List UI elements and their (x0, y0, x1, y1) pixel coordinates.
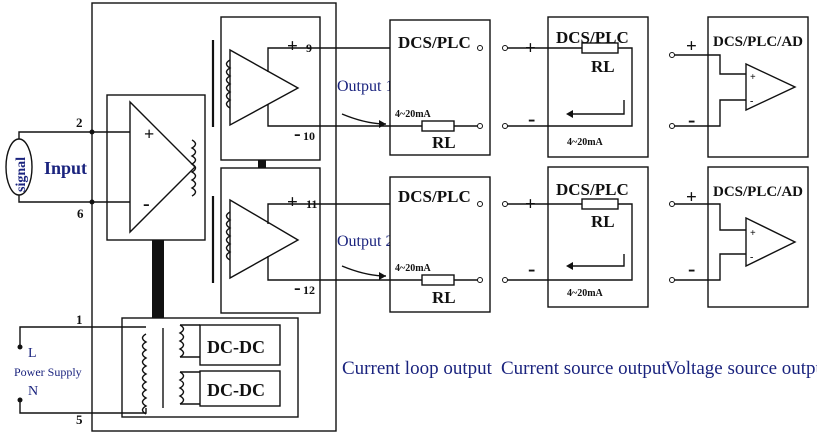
power-transformer-primary-icon (141, 333, 148, 415)
output1-pin-top: 9 (306, 41, 312, 55)
power-label-supply: Power Supply (14, 365, 82, 379)
svg-text:RL: RL (432, 288, 456, 307)
svg-text:+: + (287, 36, 298, 57)
svg-text:4~20mA: 4~20mA (567, 137, 604, 148)
svg-text:4~20mA: 4~20mA (395, 263, 432, 274)
current-source-load-1: DCS/PLC + - RL 4~20mA (502, 16, 649, 158)
svg-text:4~20mA: 4~20mA (567, 288, 604, 299)
svg-text:RL: RL (591, 57, 615, 76)
output2-coil-icon (225, 211, 232, 261)
output2-amplifier-icon (229, 198, 300, 280)
svg-text:-: - (294, 123, 301, 145)
svg-text:RL: RL (591, 212, 615, 231)
dcdc-converter-1 (199, 324, 281, 366)
input-pin-minus: 6 (77, 206, 84, 221)
caption-current-source: Current source output (501, 358, 667, 379)
output2-pin-bottom: 12 (303, 283, 315, 297)
svg-text:-: - (688, 256, 695, 281)
svg-text:DC-DC: DC-DC (207, 380, 265, 400)
svg-text:DCS/PLC/AD: DCS/PLC/AD (713, 34, 803, 50)
voltage-source-load-1: DCS/PLC/AD + - + - (669, 16, 809, 158)
svg-text:-: - (750, 252, 753, 263)
current-source-load-2: DCS/PLC + - RL 4~20mA (502, 166, 649, 308)
input-amplifier-block (106, 94, 206, 241)
signal-label: signal (14, 157, 29, 192)
input-coil-icon (190, 139, 197, 197)
svg-text:-: - (294, 277, 301, 299)
svg-text:DCS/PLC: DCS/PLC (398, 33, 471, 52)
svg-text:+: + (686, 36, 697, 57)
input-pin-plus: 2 (76, 115, 83, 130)
svg-text:+: + (750, 72, 756, 83)
svg-text:4~20mA: 4~20mA (395, 109, 432, 120)
output1-amplifier-icon (229, 48, 300, 127)
svg-text:+: + (287, 192, 298, 213)
svg-text:-: - (528, 256, 535, 281)
output1-coil-icon (225, 59, 232, 109)
svg-text:RL: RL (432, 133, 456, 152)
svg-text:-: - (750, 96, 753, 107)
power-pin-bottom: 5 (76, 412, 83, 427)
svg-text:-: - (528, 106, 535, 131)
power-pin-top: 1 (76, 312, 83, 327)
svg-text:DCS/PLC: DCS/PLC (398, 187, 471, 206)
output1-label: Output 1 (337, 78, 393, 95)
svg-text:+: + (525, 38, 536, 59)
svg-text:-: - (688, 107, 695, 132)
current-loop-load-2: DCS/PLC 4~20mA RL (389, 176, 491, 313)
svg-text:+: + (525, 194, 536, 215)
current-loop-load-1: DCS/PLC 4~20mA RL (389, 19, 491, 156)
svg-text:DCS/PLC/AD: DCS/PLC/AD (713, 184, 803, 200)
voltage-source-load-2: DCS/PLC/AD + - + - (669, 166, 809, 308)
output2-label: Output 2 (337, 233, 393, 250)
input-label: Input (44, 158, 87, 178)
power-label-n: N (28, 384, 38, 399)
svg-text:+: + (750, 228, 756, 239)
svg-text:DC-DC: DC-DC (207, 337, 265, 357)
svg-text:+: + (686, 187, 697, 208)
input-amplifier-icon (129, 100, 196, 234)
svg-text:DCS/PLC: DCS/PLC (556, 180, 629, 199)
input-minus-sign: - (143, 193, 150, 215)
output1-block (220, 16, 321, 161)
dcdc-converter-2 (199, 370, 281, 407)
output1-pin-bottom: 10 (303, 129, 315, 143)
svg-text:DCS/PLC: DCS/PLC (556, 28, 629, 47)
input-plus-sign: + (144, 124, 154, 144)
caption-current-loop: Current loop output (342, 358, 493, 379)
power-label-l: L (28, 346, 37, 361)
output2-block (220, 167, 321, 314)
output2-pin-top: 11 (306, 197, 317, 211)
caption-voltage-source: Voltage source output (665, 358, 817, 379)
